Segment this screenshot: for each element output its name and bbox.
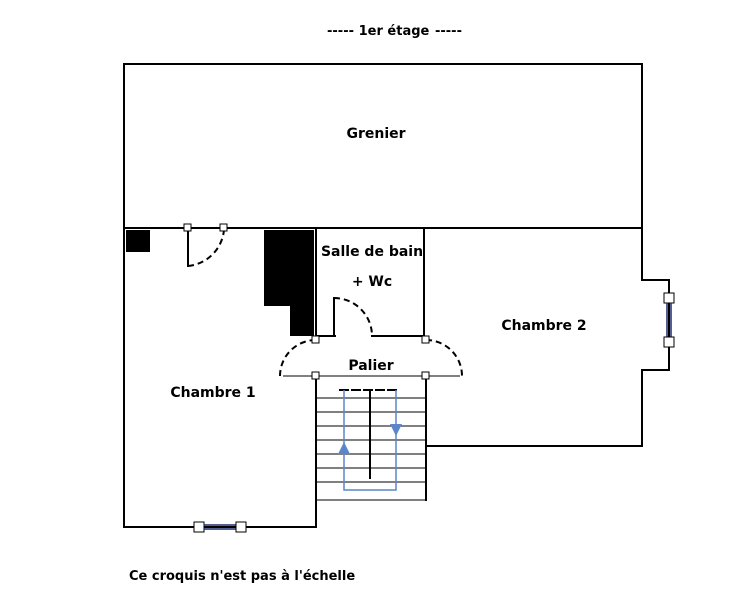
floor-title: 1er étage (359, 24, 430, 39)
chimney-block-small (126, 230, 150, 252)
room-label-chambre-2: Chambre 2 (501, 318, 586, 334)
outer-walls (123, 63, 670, 528)
window-chambre-1 (193, 521, 247, 533)
room-label-chambre-1: Chambre 1 (170, 385, 255, 401)
door-chambre-1 (183, 223, 228, 267)
interior-walls (123, 227, 643, 501)
door-salle-de-bain (333, 297, 373, 337)
staircase (316, 389, 426, 483)
door-palier-left (279, 335, 320, 380)
room-label-grenier: Grenier (346, 126, 405, 142)
chimney-block-large (264, 230, 314, 336)
window-chambre-2 (663, 292, 675, 348)
stair-direction-arrows (338, 390, 402, 491)
title-dashes-left: ----- (327, 24, 354, 39)
room-label-wc: + Wc (352, 274, 392, 290)
room-label-salle-de-bain: Salle de bain (321, 244, 423, 260)
room-label-palier: Palier (348, 358, 393, 374)
scale-disclaimer: Ce croquis n'est pas à l'échelle (129, 569, 355, 584)
door-palier-right (421, 335, 463, 380)
title-dashes-right: ----- (435, 24, 462, 39)
